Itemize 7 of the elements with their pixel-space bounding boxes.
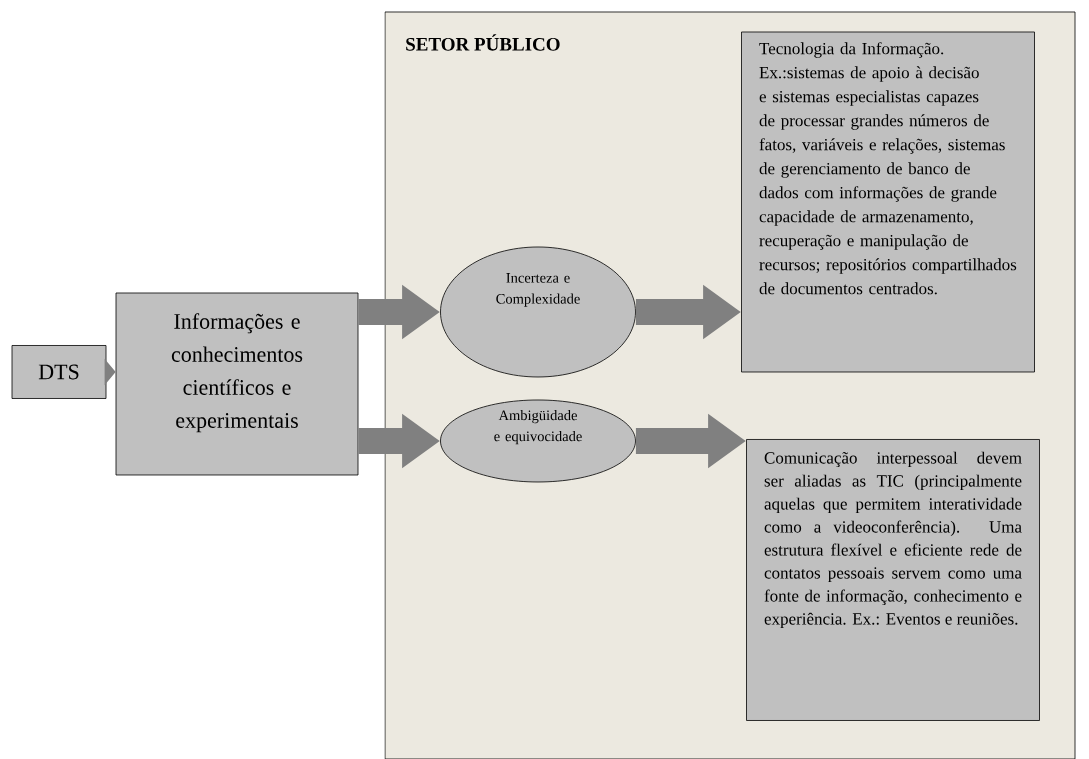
process-box: Informações e conhecimentos científicos e experimentais [115, 292, 359, 476]
text-box: Comunicação interpessoal devem ser aliadas as TIC (principalmente aquelas que permitem interatividade como a videoconferência). Uma estrutura flexível e eficiente rede de contatos pessoais servem como uma fonte de informação, conhecimento e experiência. Ex.: Eventos e reuniões. [746, 439, 1040, 721]
panel-heading: SETOR PÚBLICO [406, 34, 560, 51]
label-box: DTS [11, 345, 107, 399]
ellipse-node: Ambigüidade e equivocidade [440, 399, 636, 483]
ellipse-node: Incerteza e Complexidade [440, 246, 636, 378]
text-box: Tecnologia da Informação. Ex.:sistemas de apoio à decisão e sistemas especialistas capazes de processar grandes números de fatos, variáveis e relações, sistemas de gerenciamento de banco de dados com informações de grande capacidade de armazenamento, recuperação e manipulação de recursos; repositórios compartilhados de documentos centrados. [741, 31, 1035, 373]
